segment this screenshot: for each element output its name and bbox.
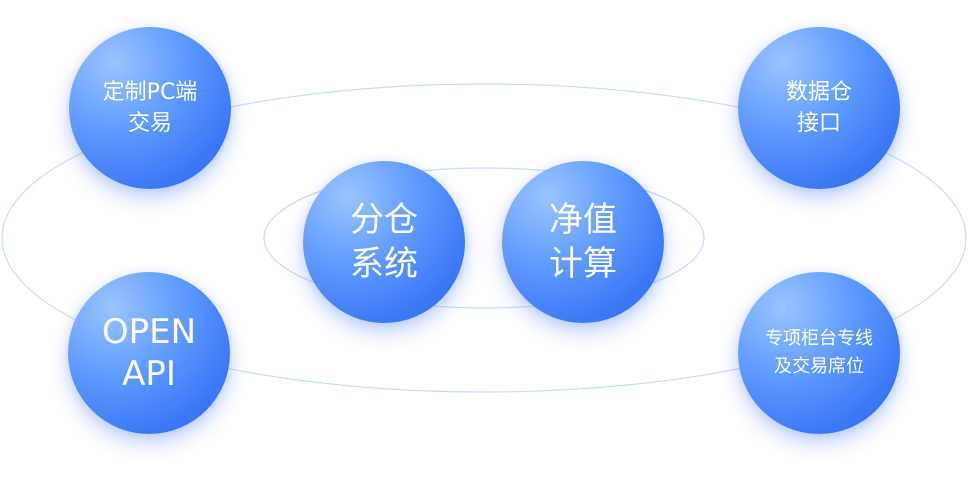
open-api-line-2: API xyxy=(122,354,176,394)
outer-orbit-ellipse xyxy=(1,83,967,393)
dedicated-counter-line-1: 专项柜台专线 xyxy=(765,328,873,349)
open-api-node: OPEN API xyxy=(68,272,230,434)
data-warehouse-line-1: 数据仓 xyxy=(785,80,852,105)
net-value-line-1: 净值 xyxy=(549,200,617,240)
custom-pc-trading-line-2: 交易 xyxy=(127,111,172,136)
inner-orbit-ellipse xyxy=(263,167,705,309)
sub-account-line-1: 分仓 xyxy=(350,200,418,240)
open-api-line-1: OPEN xyxy=(101,312,197,352)
net-value-calculation-node: 净值 计算 xyxy=(502,161,664,323)
data-warehouse-interface-node: 数据仓 接口 xyxy=(738,27,900,189)
net-value-line-2: 计算 xyxy=(549,244,617,284)
sub-account-line-2: 系统 xyxy=(350,244,418,284)
dedicated-counter-line-2: 及交易席位 xyxy=(774,356,864,377)
custom-pc-trading-line-1: 定制PC端 xyxy=(102,80,198,105)
sub-account-system-node: 分仓 系统 xyxy=(303,161,465,323)
data-warehouse-line-2: 接口 xyxy=(796,111,841,136)
custom-pc-trading-node: 定制PC端 交易 xyxy=(69,27,231,189)
dedicated-counter-node: 专项柜台专线 及交易席位 xyxy=(738,272,900,434)
